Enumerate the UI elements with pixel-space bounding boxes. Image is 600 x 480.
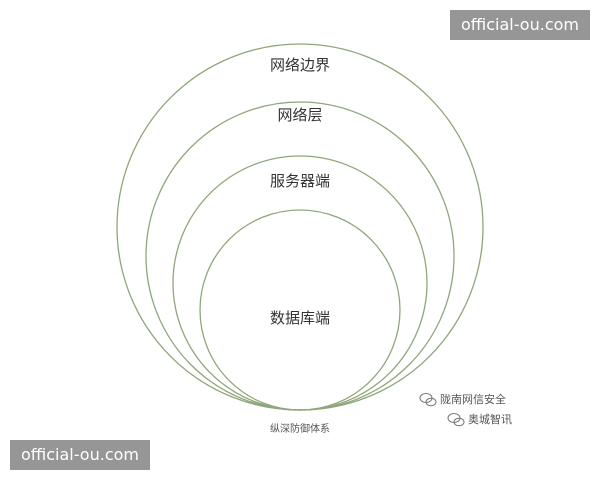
wechat-icon (447, 413, 465, 427)
ring-database-side (199, 209, 401, 411)
source-credit-1: 陇南网信安全 (419, 392, 506, 407)
source-name-1: 陇南网信安全 (440, 392, 506, 406)
ring-network-boundary (116, 43, 484, 411)
watermark-bottom: official-ou.com (10, 440, 150, 470)
source-name-2: 奥城智讯 (468, 412, 512, 426)
ring-network-layer (145, 101, 455, 411)
watermark-top: official-ou.com (450, 10, 590, 40)
diagram-caption: 纵深防御体系 (270, 422, 330, 435)
wechat-icon (419, 393, 437, 407)
ring-server-side (172, 155, 428, 411)
label-network-layer: 网络层 (277, 106, 322, 124)
source-credit-2: 奥城智讯 (447, 412, 512, 427)
label-server-side: 服务器端 (270, 172, 330, 190)
label-network-boundary: 网络边界 (270, 56, 330, 74)
label-database-side: 数据库端 (270, 309, 330, 327)
